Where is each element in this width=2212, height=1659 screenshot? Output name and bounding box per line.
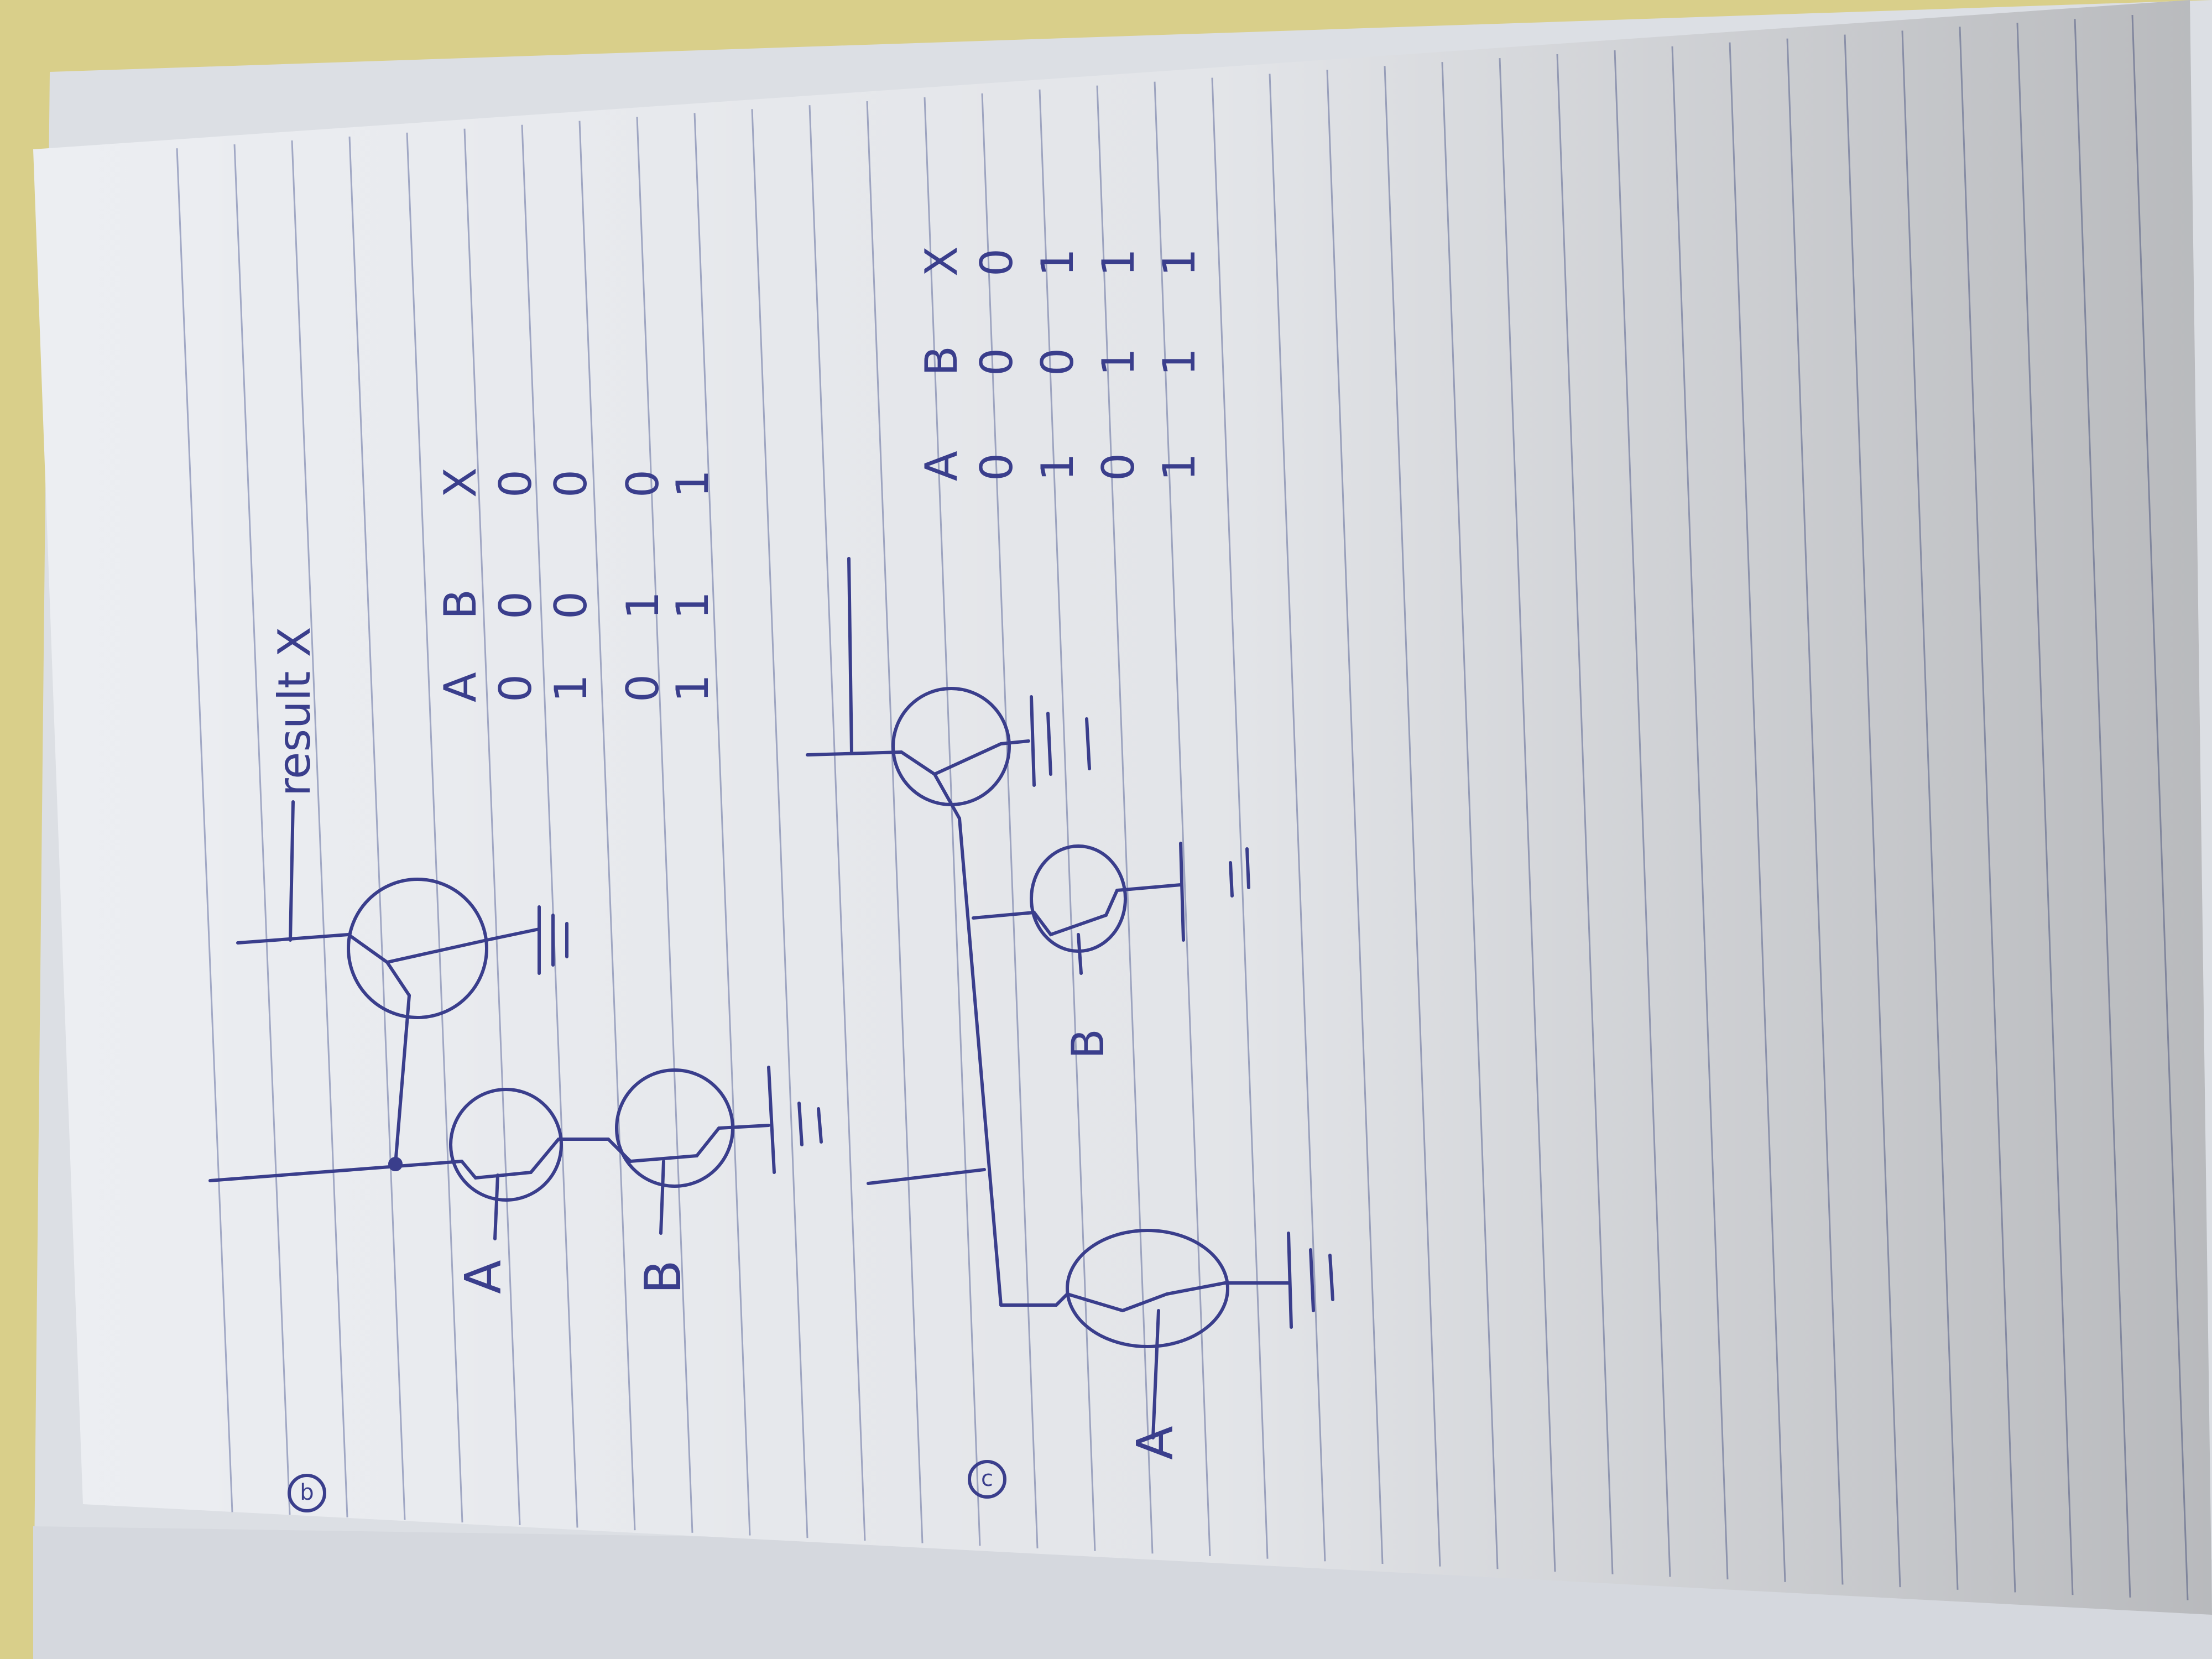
ground-symbol <box>1179 842 1250 942</box>
table-header: B <box>916 346 967 376</box>
wire-result-up <box>289 800 295 942</box>
page-shadow <box>33 0 2212 1615</box>
input-b-label-b: B <box>634 1260 692 1294</box>
transistor-c-a <box>1066 1229 1229 1348</box>
section-c-marker <box>968 1460 1006 1499</box>
transistor-c-a-lines <box>999 1281 1227 1439</box>
transistor-b-b-lines <box>607 1126 721 1235</box>
table-cell: 1 <box>545 674 597 702</box>
wire-input-c <box>867 1168 986 1185</box>
ground-b-out <box>485 927 541 942</box>
table-cell: 1 <box>1154 348 1205 376</box>
ground-c-out <box>999 739 1030 745</box>
table-cell: 1 <box>1154 453 1205 481</box>
wire-result <box>236 933 350 945</box>
ground-symbol <box>767 1066 823 1174</box>
table-header: A <box>916 451 967 481</box>
table-cell: 1 <box>667 674 718 702</box>
table-cell: 1 <box>617 591 669 619</box>
section-c-label: c <box>981 1466 993 1491</box>
ground-symbol <box>1030 695 1091 787</box>
table-cell: 0 <box>1032 348 1083 376</box>
table-cell: 0 <box>971 453 1022 481</box>
input-b-label-c: B <box>1062 1029 1114 1059</box>
section-b-label: b <box>300 1480 314 1505</box>
table-cell: 1 <box>1154 248 1205 276</box>
table-cell: 1 <box>1093 248 1144 276</box>
wire-c-out-up <box>847 557 853 755</box>
transistor-b-a <box>449 1088 563 1202</box>
section-b-marker <box>288 1474 326 1512</box>
table-cell: 1 <box>667 469 718 498</box>
table-cell: 0 <box>617 674 669 702</box>
table-cell: 0 <box>545 591 597 619</box>
ground-symbol <box>1287 1232 1334 1329</box>
table-cell: 0 <box>490 674 541 702</box>
table-header: B <box>435 589 486 619</box>
transistor-b-output-lines <box>347 933 488 997</box>
table-cell: 0 <box>545 469 597 498</box>
table-cell: 0 <box>490 591 541 619</box>
wire-b-up <box>394 994 411 1166</box>
ground-symbol <box>538 905 568 975</box>
input-a-label-c: A <box>1126 1426 1185 1460</box>
transistor-c-b-lines <box>972 889 1119 975</box>
result-label: result X <box>269 627 320 796</box>
wire-rail-b <box>208 1160 463 1182</box>
table-header: X <box>435 467 486 498</box>
table-header: X <box>916 246 967 276</box>
table-cell: 0 <box>971 248 1022 276</box>
table-header: A <box>435 672 486 702</box>
input-a-label-b: A <box>455 1260 513 1294</box>
table-cell: 1 <box>1093 348 1144 376</box>
circuit-b <box>208 800 823 1512</box>
table-cell: 1 <box>667 591 718 619</box>
table-cell: 0 <box>971 348 1022 376</box>
table-cell: 0 <box>490 469 541 498</box>
wire-spine-c <box>958 817 1003 1307</box>
transistor-c-output-lines <box>900 742 1003 820</box>
table-cell: 1 <box>1032 453 1083 481</box>
ground-c-b <box>1115 883 1182 892</box>
table-cell: 1 <box>1032 248 1083 276</box>
ground-b-series <box>717 1124 770 1130</box>
transistor-b-a-lines <box>460 1138 560 1240</box>
table-cell: 0 <box>1093 453 1144 481</box>
transistor-b-output <box>347 878 488 1019</box>
truth-table-b: A B X 0 0 0 1 0 0 0 1 0 1 1 1 <box>435 467 718 702</box>
truth-table-c: A B X 0 0 0 1 0 1 0 1 1 1 1 1 <box>916 246 1205 481</box>
table-cell: 0 <box>617 469 669 498</box>
wire-c-out-left <box>806 750 903 757</box>
circuit-c <box>806 557 1334 1499</box>
